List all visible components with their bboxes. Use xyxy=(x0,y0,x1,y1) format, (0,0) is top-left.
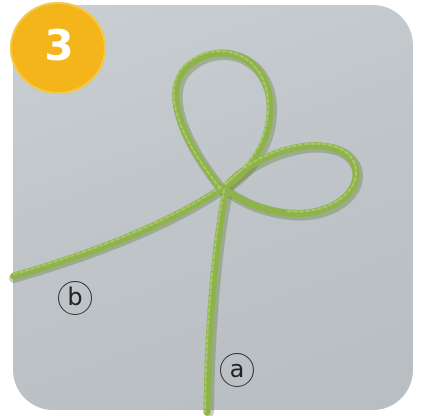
cord-end-b-label: b xyxy=(58,281,92,315)
cord-end-a-label: a xyxy=(220,353,254,387)
step-badge: 3 xyxy=(10,2,106,94)
cord-end-b xyxy=(14,188,222,276)
step-number: 3 xyxy=(37,21,81,71)
